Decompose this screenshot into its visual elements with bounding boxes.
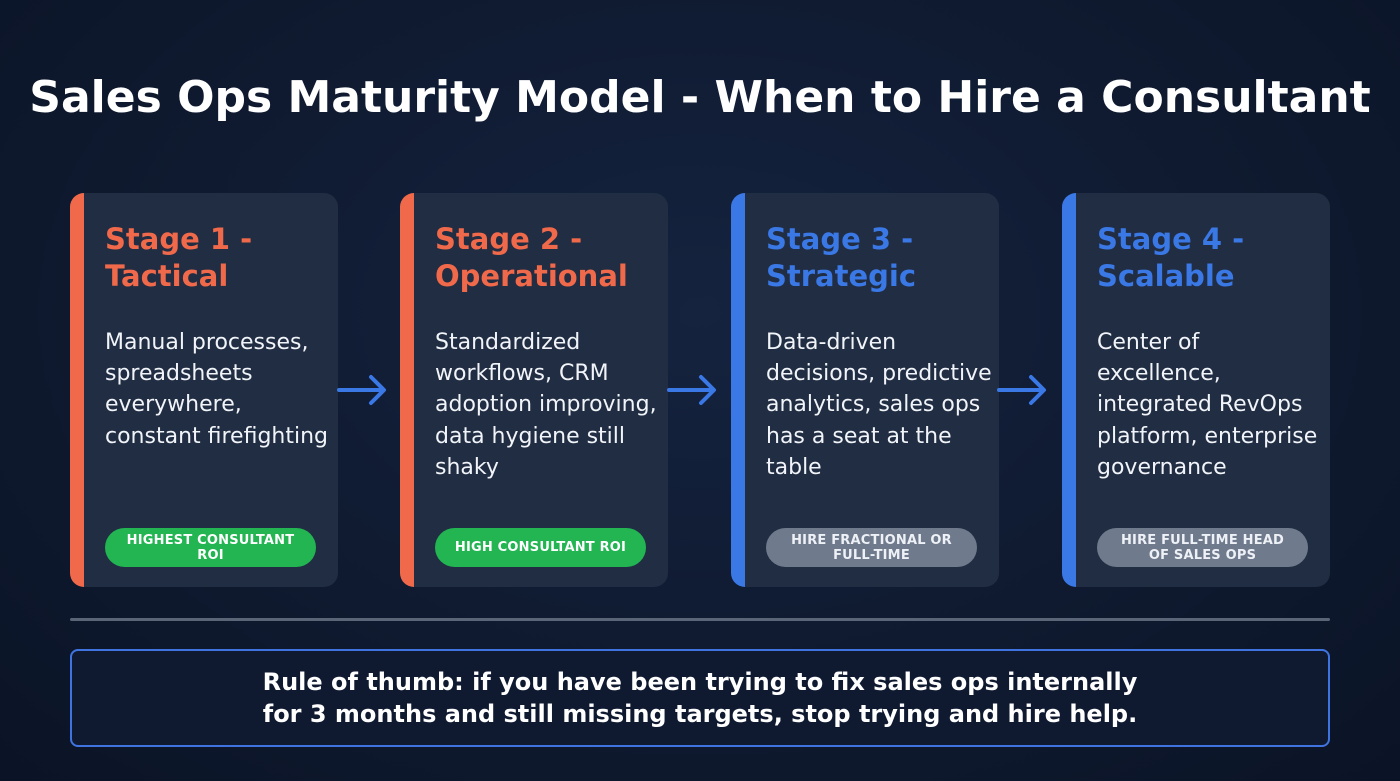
stage-card-4: Stage 4 - Scalable Center of excellence,… (1062, 193, 1330, 587)
stage-accent-bar (400, 193, 414, 587)
stage-title: Stage 1 - Tactical (105, 222, 253, 293)
stage-accent-bar (70, 193, 84, 587)
stage-description: Manual processes, spreadsheets everywher… (105, 330, 328, 449)
stage-badge: HIRE FRACTIONAL OR FULL-TIME (766, 528, 977, 567)
stage-title: Stage 4 - Scalable (1097, 222, 1245, 293)
stage-card-1: Stage 1 - Tactical Manual processes, spr… (70, 193, 338, 587)
stage-badge: HIGHEST CONSULTANT ROI (105, 528, 316, 567)
stage-title: Stage 2 - Operational (435, 222, 628, 293)
arrow-right-icon (667, 375, 716, 405)
arrow-right-icon (337, 375, 386, 405)
stage-card-2: Stage 2 - Operational Standardized workf… (400, 193, 668, 587)
stage-badge: HIGH CONSULTANT ROI (435, 528, 646, 567)
divider (70, 618, 1330, 621)
stage-description: Center of excellence, integrated RevOps … (1097, 330, 1318, 480)
stage-description: Data-driven decisions, predictive analyt… (766, 330, 992, 480)
stage-badge: HIRE FULL-TIME HEAD OF SALES OPS (1097, 528, 1308, 567)
stage-title: Stage 3 - Strategic (766, 222, 917, 293)
stage-accent-bar (731, 193, 745, 587)
stage-card-3: Stage 3 - Strategic Data-driven decision… (731, 193, 999, 587)
rule-of-thumb-text: Rule of thumb: if you have been trying t… (262, 668, 1138, 728)
stage-description: Standardized workflows, CRM adoption imp… (435, 330, 657, 480)
stage-accent-bar (1062, 193, 1076, 587)
rule-of-thumb-box: Rule of thumb: if you have been trying t… (70, 649, 1330, 747)
arrow-right-icon (997, 375, 1046, 405)
page-title: Sales Ops Maturity Model - When to Hire … (29, 72, 1371, 123)
